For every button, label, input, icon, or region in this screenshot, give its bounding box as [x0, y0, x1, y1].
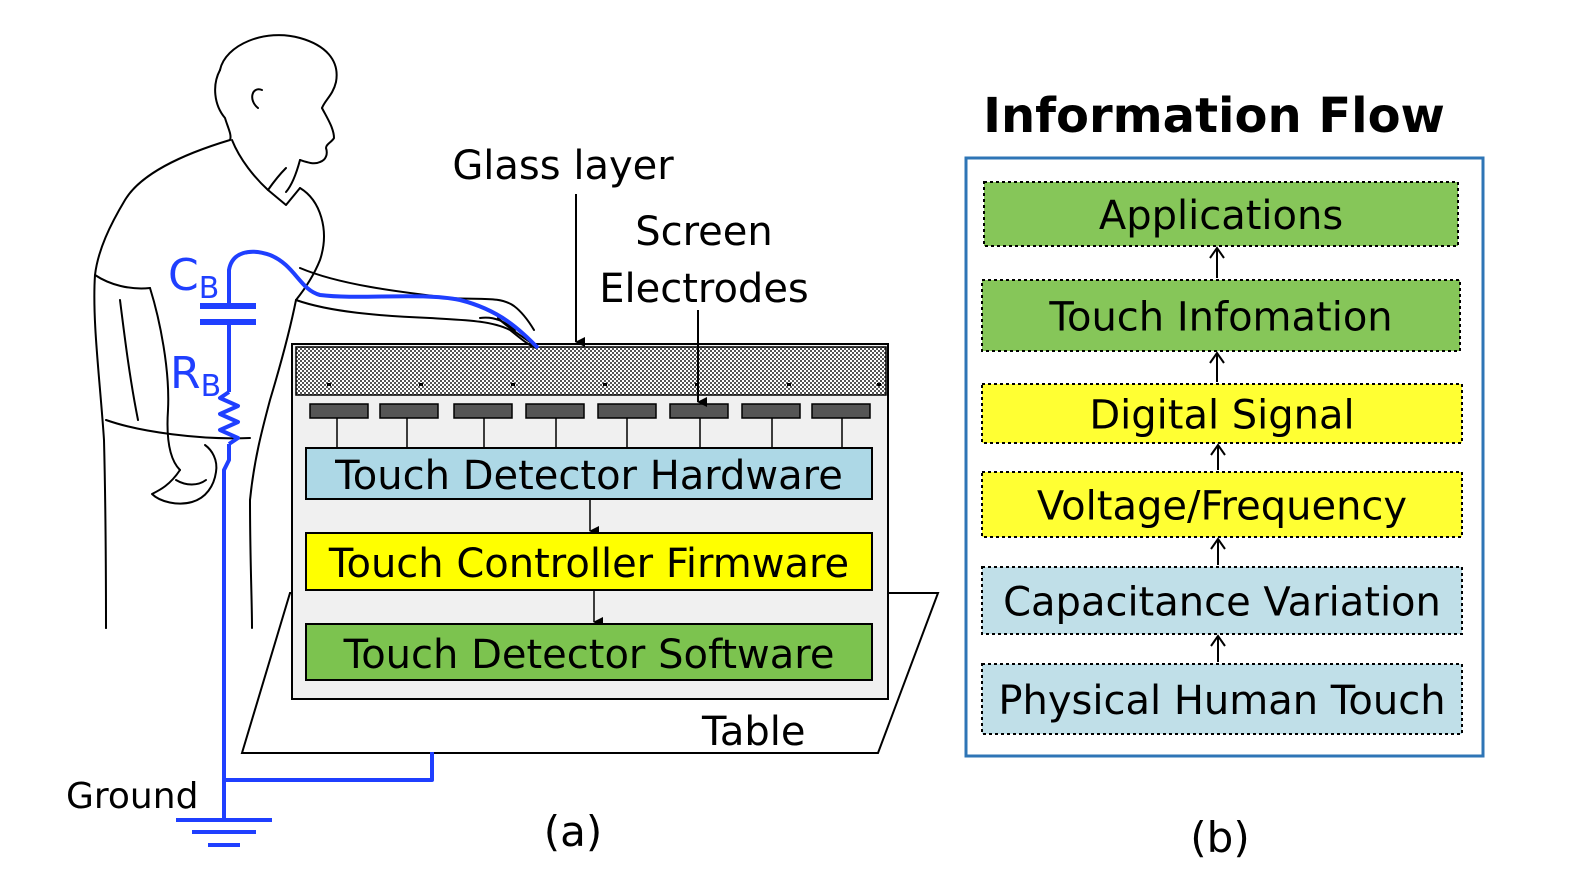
- person-illustration: [93, 34, 537, 629]
- caption-a: (a): [544, 807, 603, 856]
- level-label-voltage-frequency: Voltage/Frequency: [1037, 484, 1407, 530]
- level-box-voltage-frequency: [981, 471, 1463, 538]
- glass-layer: [295, 346, 887, 396]
- flow-arrow-head-1: [1209, 246, 1225, 259]
- layer-firmware-label: Touch Controller Firmware: [328, 541, 849, 587]
- level-label-physical-human-touch: Physical Human Touch: [998, 678, 1445, 724]
- glass-layer-label: Glass layer: [452, 143, 674, 189]
- information-flow-frame: [964, 156, 1485, 758]
- flow-arrow-head-2: [1209, 351, 1225, 364]
- resistor-zigzag: [218, 390, 240, 446]
- electrodes-label-line2: Electrodes: [599, 266, 809, 312]
- flow-arrow-head-4: [1210, 537, 1226, 550]
- table-label: Table: [701, 709, 805, 755]
- level-label-capacitance-variation: Capacitance Variation: [1003, 580, 1441, 626]
- cb-label: CB: [168, 250, 219, 306]
- caption-b: (b): [1190, 813, 1249, 862]
- layer-software-label: Touch Detector Software: [343, 632, 835, 678]
- layer-software-box: [305, 623, 873, 681]
- level-label-digital-signal: Digital Signal: [1089, 393, 1354, 439]
- layer-hardware-box: [305, 447, 873, 500]
- level-box-capacitance-variation: [981, 566, 1463, 635]
- cb-main: C: [168, 250, 199, 301]
- level-box-physical-human-touch: [981, 663, 1463, 735]
- panel-a: Table: [66, 34, 940, 856]
- ground-label: Ground: [66, 776, 198, 817]
- electrodes-label-line1: Screen: [635, 209, 773, 255]
- layer-hardware-label: Touch Detector Hardware: [334, 453, 843, 499]
- cb-sub: B: [199, 271, 220, 306]
- rb-main: R: [170, 348, 201, 399]
- hand-wire: [227, 249, 540, 350]
- panel-b-title: Information Flow: [983, 88, 1445, 144]
- level-label-touch-infomation: Touch Infomation: [1048, 295, 1392, 341]
- body-circuit: [176, 249, 540, 847]
- level-box-digital-signal: [981, 383, 1463, 444]
- screen-electrodes: [309, 403, 871, 448]
- flow-arrow-head-3: [1210, 443, 1226, 456]
- rb-sub: B: [201, 369, 222, 404]
- level-box-touch-infomation: [981, 279, 1461, 352]
- rb-label: RB: [170, 348, 221, 404]
- layer-firmware-box: [305, 532, 873, 591]
- level-box-applications: [983, 181, 1459, 247]
- flow-arrow-head-5: [1210, 634, 1226, 647]
- level-label-applications: Applications: [1099, 193, 1343, 239]
